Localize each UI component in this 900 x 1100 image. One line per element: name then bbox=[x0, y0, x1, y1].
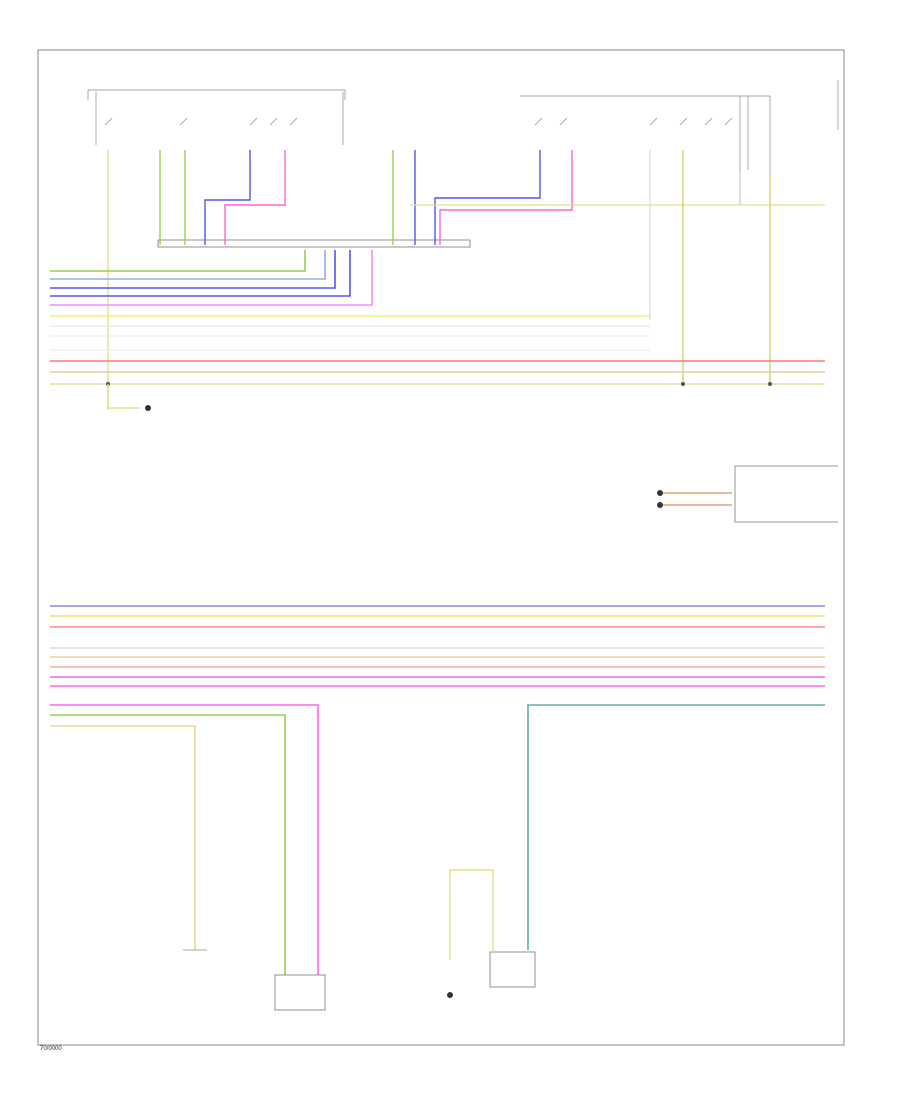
switch-symbols-right bbox=[534, 117, 733, 126]
switch-symbols-left bbox=[104, 117, 298, 126]
connector-block-left bbox=[157, 239, 471, 248]
vertical-wire-drops bbox=[107, 150, 825, 410]
page-code: 70/0000 bbox=[40, 1046, 62, 1052]
upper-harness bbox=[50, 250, 825, 411]
bottom-components bbox=[183, 869, 536, 1011]
right-control-module bbox=[657, 465, 838, 523]
left-switch-module bbox=[87, 89, 471, 248]
bottom-module-right bbox=[489, 951, 536, 988]
right-switch-module bbox=[520, 80, 839, 175]
lower-harness bbox=[50, 605, 825, 975]
bottom-module-left bbox=[274, 974, 326, 1011]
diagram-frame bbox=[37, 49, 845, 1046]
